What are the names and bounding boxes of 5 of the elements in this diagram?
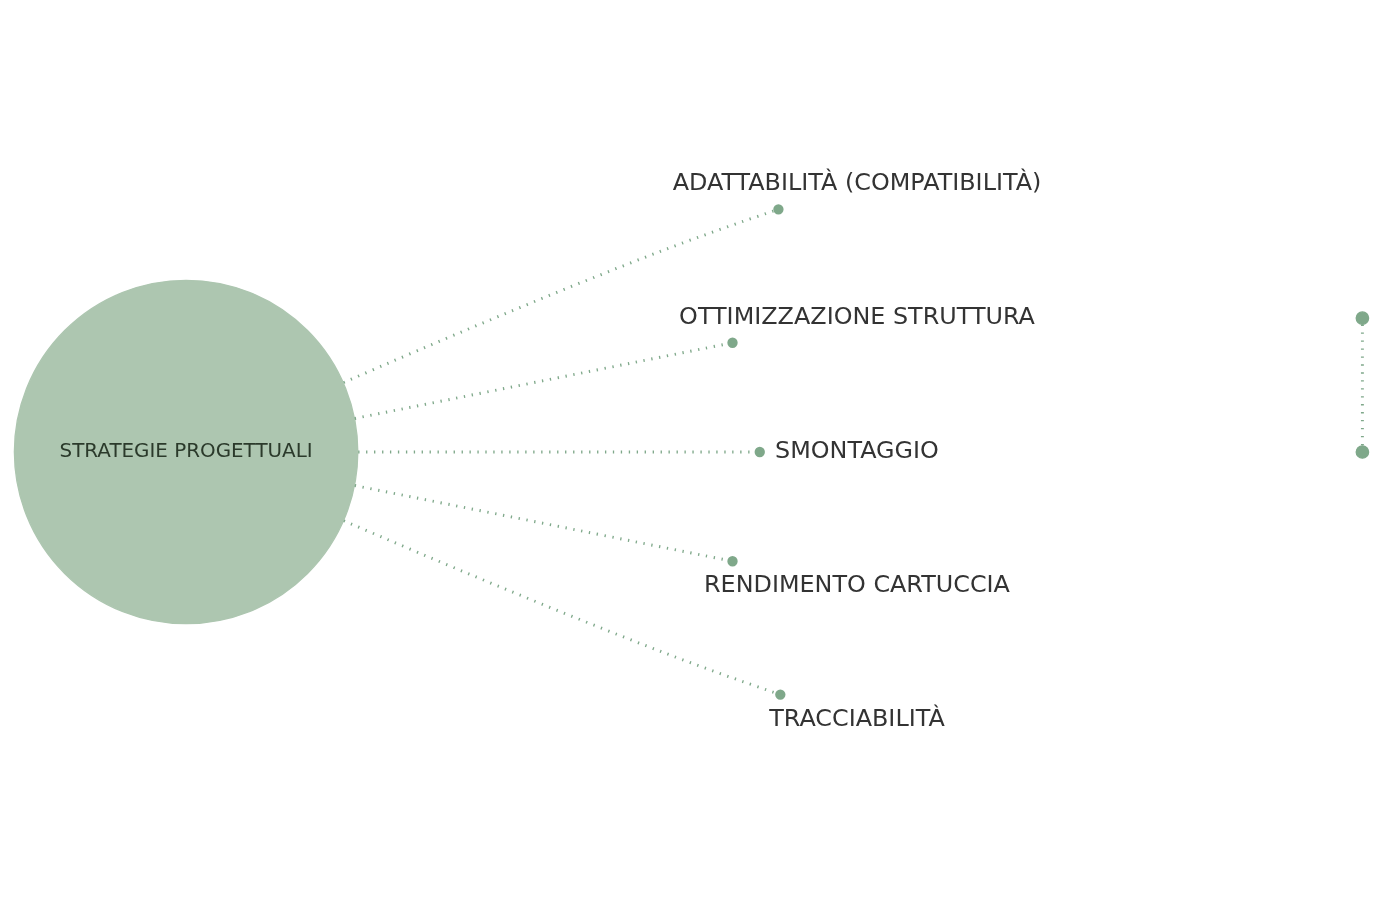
- node-text: OTTIMIZZAZIONE STRUTTURA: [679, 301, 1035, 330]
- node-text: ADATTABILITÀ (COMPATIBILITÀ): [672, 167, 1042, 196]
- node-text: RENDIMENTO CARTUCCIA: [704, 569, 1010, 598]
- node-text: TRACCIABILITÀ: [769, 703, 945, 732]
- node-text: SMONTAGGIO: [775, 435, 939, 464]
